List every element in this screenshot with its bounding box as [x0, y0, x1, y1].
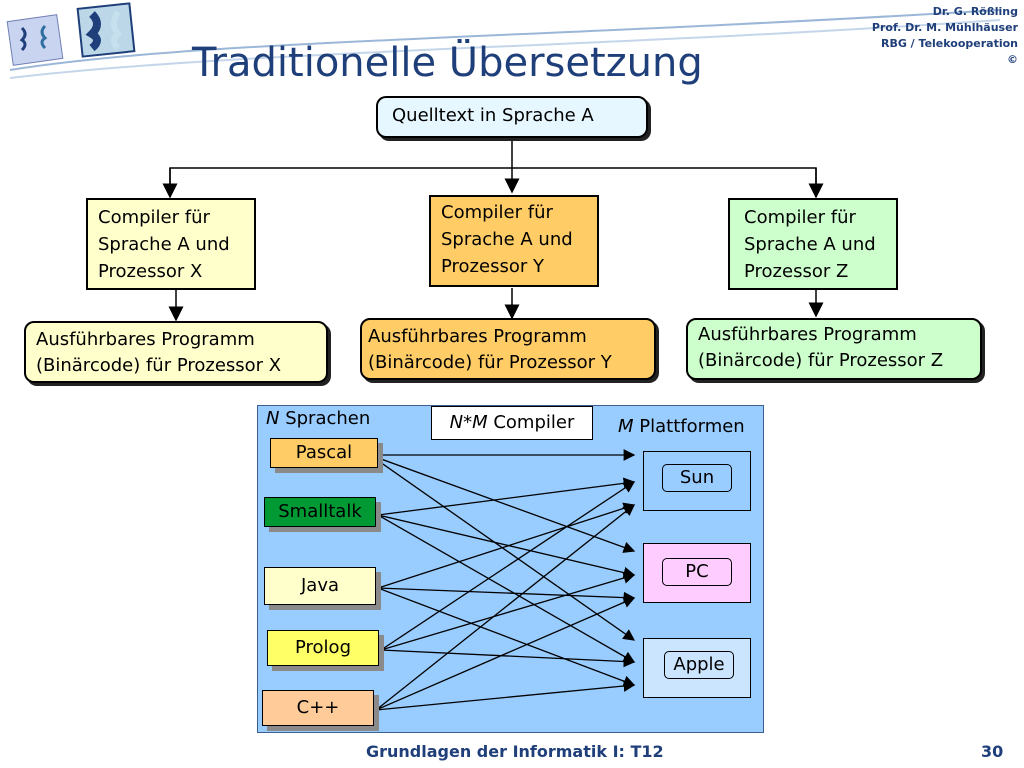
compiler-line: Compiler für — [98, 207, 210, 228]
languages-text: Sprachen — [279, 408, 371, 429]
platforms-text: Plattformen — [633, 416, 745, 437]
program-line: (Binärcode) für Prozessor X — [36, 355, 282, 376]
compiler-arrow — [380, 481, 636, 651]
languages-label: N Sprachen — [266, 408, 370, 429]
compiler-line: Sprache A und — [744, 234, 876, 255]
languages-var: N — [266, 408, 280, 429]
platform-apple: Apple — [643, 638, 751, 698]
compiler-arrow — [380, 572, 636, 651]
compiler-arrow — [377, 514, 636, 579]
compiler-box-z: Compiler für Sprache A und Prozessor Z — [728, 198, 898, 290]
author-line: Dr. G. Rößling — [932, 5, 1018, 18]
language-label: Prolog — [295, 637, 351, 658]
compiler-arrow — [375, 680, 636, 711]
compiler-arrow — [377, 477, 636, 516]
copyright-mark: © — [1007, 53, 1018, 66]
language-label: C++ — [296, 697, 340, 718]
compiler-box-x: Compiler für Sprache A und Prozessor X — [86, 198, 256, 290]
compiler-line: Sprache A und — [98, 234, 230, 255]
program-box-y: Ausführbares Programm (Binärcode) für Pr… — [360, 318, 656, 380]
slide-title: Traditionelle Übersetzung — [192, 40, 703, 86]
compiler-line: Prozessor X — [98, 261, 203, 282]
platform-label: Sun — [662, 464, 732, 492]
program-line: (Binärcode) für Prozessor Z — [698, 350, 944, 371]
source-code-box: Quelltext in Sprache A — [376, 96, 648, 138]
compiler-arrow — [380, 649, 636, 668]
language-label: Smalltalk — [278, 501, 362, 522]
program-line: Ausführbares Programm — [368, 326, 587, 347]
compiler-arrow — [369, 454, 636, 553]
platform-pc: PC — [643, 543, 751, 603]
program-line: Ausführbares Programm — [36, 329, 255, 350]
compiler-arrow — [377, 514, 636, 663]
compiler-arrow — [375, 596, 636, 711]
compilers-label: N*M Compiler — [431, 406, 593, 440]
program-line: Ausführbares Programm — [698, 324, 917, 345]
program-box-x: Ausführbares Programm (Binärcode) für Pr… — [24, 321, 328, 383]
compiler-arrow — [375, 504, 636, 711]
author-info: Dr. G. Rößling Prof. Dr. M. Mühlhäuser R… — [872, 4, 1018, 68]
platform-label: Apple — [664, 651, 734, 679]
compiler-line: Compiler für — [441, 202, 553, 223]
compiler-arrow — [377, 587, 636, 604]
source-code-label: Quelltext in Sprache A — [392, 105, 594, 126]
platforms-var: M — [618, 416, 634, 437]
language-pascal: Pascal — [270, 438, 378, 468]
slide-footer: Grundlagen der Informatik I: T12 — [366, 742, 664, 761]
language-cpp: C++ — [262, 690, 374, 726]
compiler-box-y: Compiler für Sprache A und Prozessor Y — [429, 195, 599, 287]
faces-logo-icon — [6, 2, 136, 66]
language-java: Java — [264, 567, 376, 605]
program-box-z: Ausführbares Programm (Binärcode) für Pr… — [686, 318, 982, 380]
platforms-label: M Plattformen — [618, 416, 745, 437]
author-line: Prof. Dr. M. Mühlhäuser — [871, 21, 1018, 34]
compiler-arrow — [377, 502, 636, 589]
platform-label: PC — [662, 558, 732, 586]
language-label: Java — [300, 575, 340, 596]
compiler-line: Prozessor Z — [744, 261, 849, 282]
platform-sun: Sun — [643, 451, 751, 511]
compiler-arrow — [377, 587, 636, 687]
language-label: Pascal — [295, 442, 353, 463]
compiler-line: Compiler für — [744, 207, 856, 228]
language-smalltalk: Smalltalk — [264, 497, 376, 527]
program-line: (Binärcode) für Prozessor Y — [368, 352, 612, 373]
compilers-text: Compiler — [487, 412, 575, 433]
compilers-var: N*M — [449, 412, 488, 433]
compiler-line: Prozessor Y — [441, 256, 544, 277]
language-prolog: Prolog — [267, 630, 379, 666]
compiler-line: Sprache A und — [441, 229, 573, 250]
page-number: 30 — [981, 742, 1004, 761]
author-line: RBG / Telekooperation — [880, 37, 1018, 50]
